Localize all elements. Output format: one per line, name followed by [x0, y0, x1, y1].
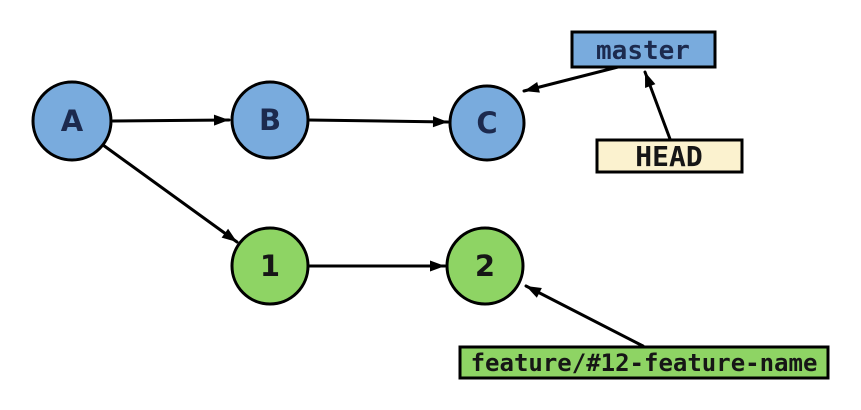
head-ref: HEAD	[595, 138, 744, 174]
edge-feature-to-2	[524, 284, 645, 348]
commit-c-label: C	[476, 106, 497, 140]
feature-branch-ref: feature/#12-feature-name	[458, 345, 830, 380]
commit-1-circle	[230, 226, 310, 306]
commit-2-circle	[445, 226, 525, 306]
commit-node-a: A	[31, 80, 113, 162]
commit-node-1: 1	[230, 226, 310, 306]
edge-b-to-c	[306, 116, 450, 128]
feature-ref-label: feature/#12-feature-name	[471, 349, 818, 377]
edge-master-to-c	[522, 65, 620, 93]
edge-a-to-b	[111, 114, 231, 126]
commit-b-label: B	[259, 103, 281, 137]
commit-1-label: 1	[260, 249, 280, 283]
commit-c-circle	[448, 84, 526, 162]
edges	[101, 65, 672, 348]
commit-2-label: 2	[475, 249, 495, 283]
head-ref-box	[595, 138, 744, 174]
edge-a-to-1	[101, 143, 239, 244]
commit-node-2: 2	[445, 226, 525, 306]
commit-b-circle	[230, 80, 310, 160]
master-ref-label: master	[596, 36, 690, 66]
head-ref-label: HEAD	[635, 140, 702, 173]
master-branch-ref: master	[570, 30, 717, 69]
master-ref-box	[570, 30, 717, 69]
commit-a-circle	[31, 80, 113, 162]
commit-a-label: A	[61, 104, 84, 138]
feature-ref-box	[458, 345, 830, 380]
edge-head-to-master	[643, 70, 672, 141]
commit-node-b: B	[230, 80, 310, 160]
commit-node-c: C	[448, 84, 526, 162]
